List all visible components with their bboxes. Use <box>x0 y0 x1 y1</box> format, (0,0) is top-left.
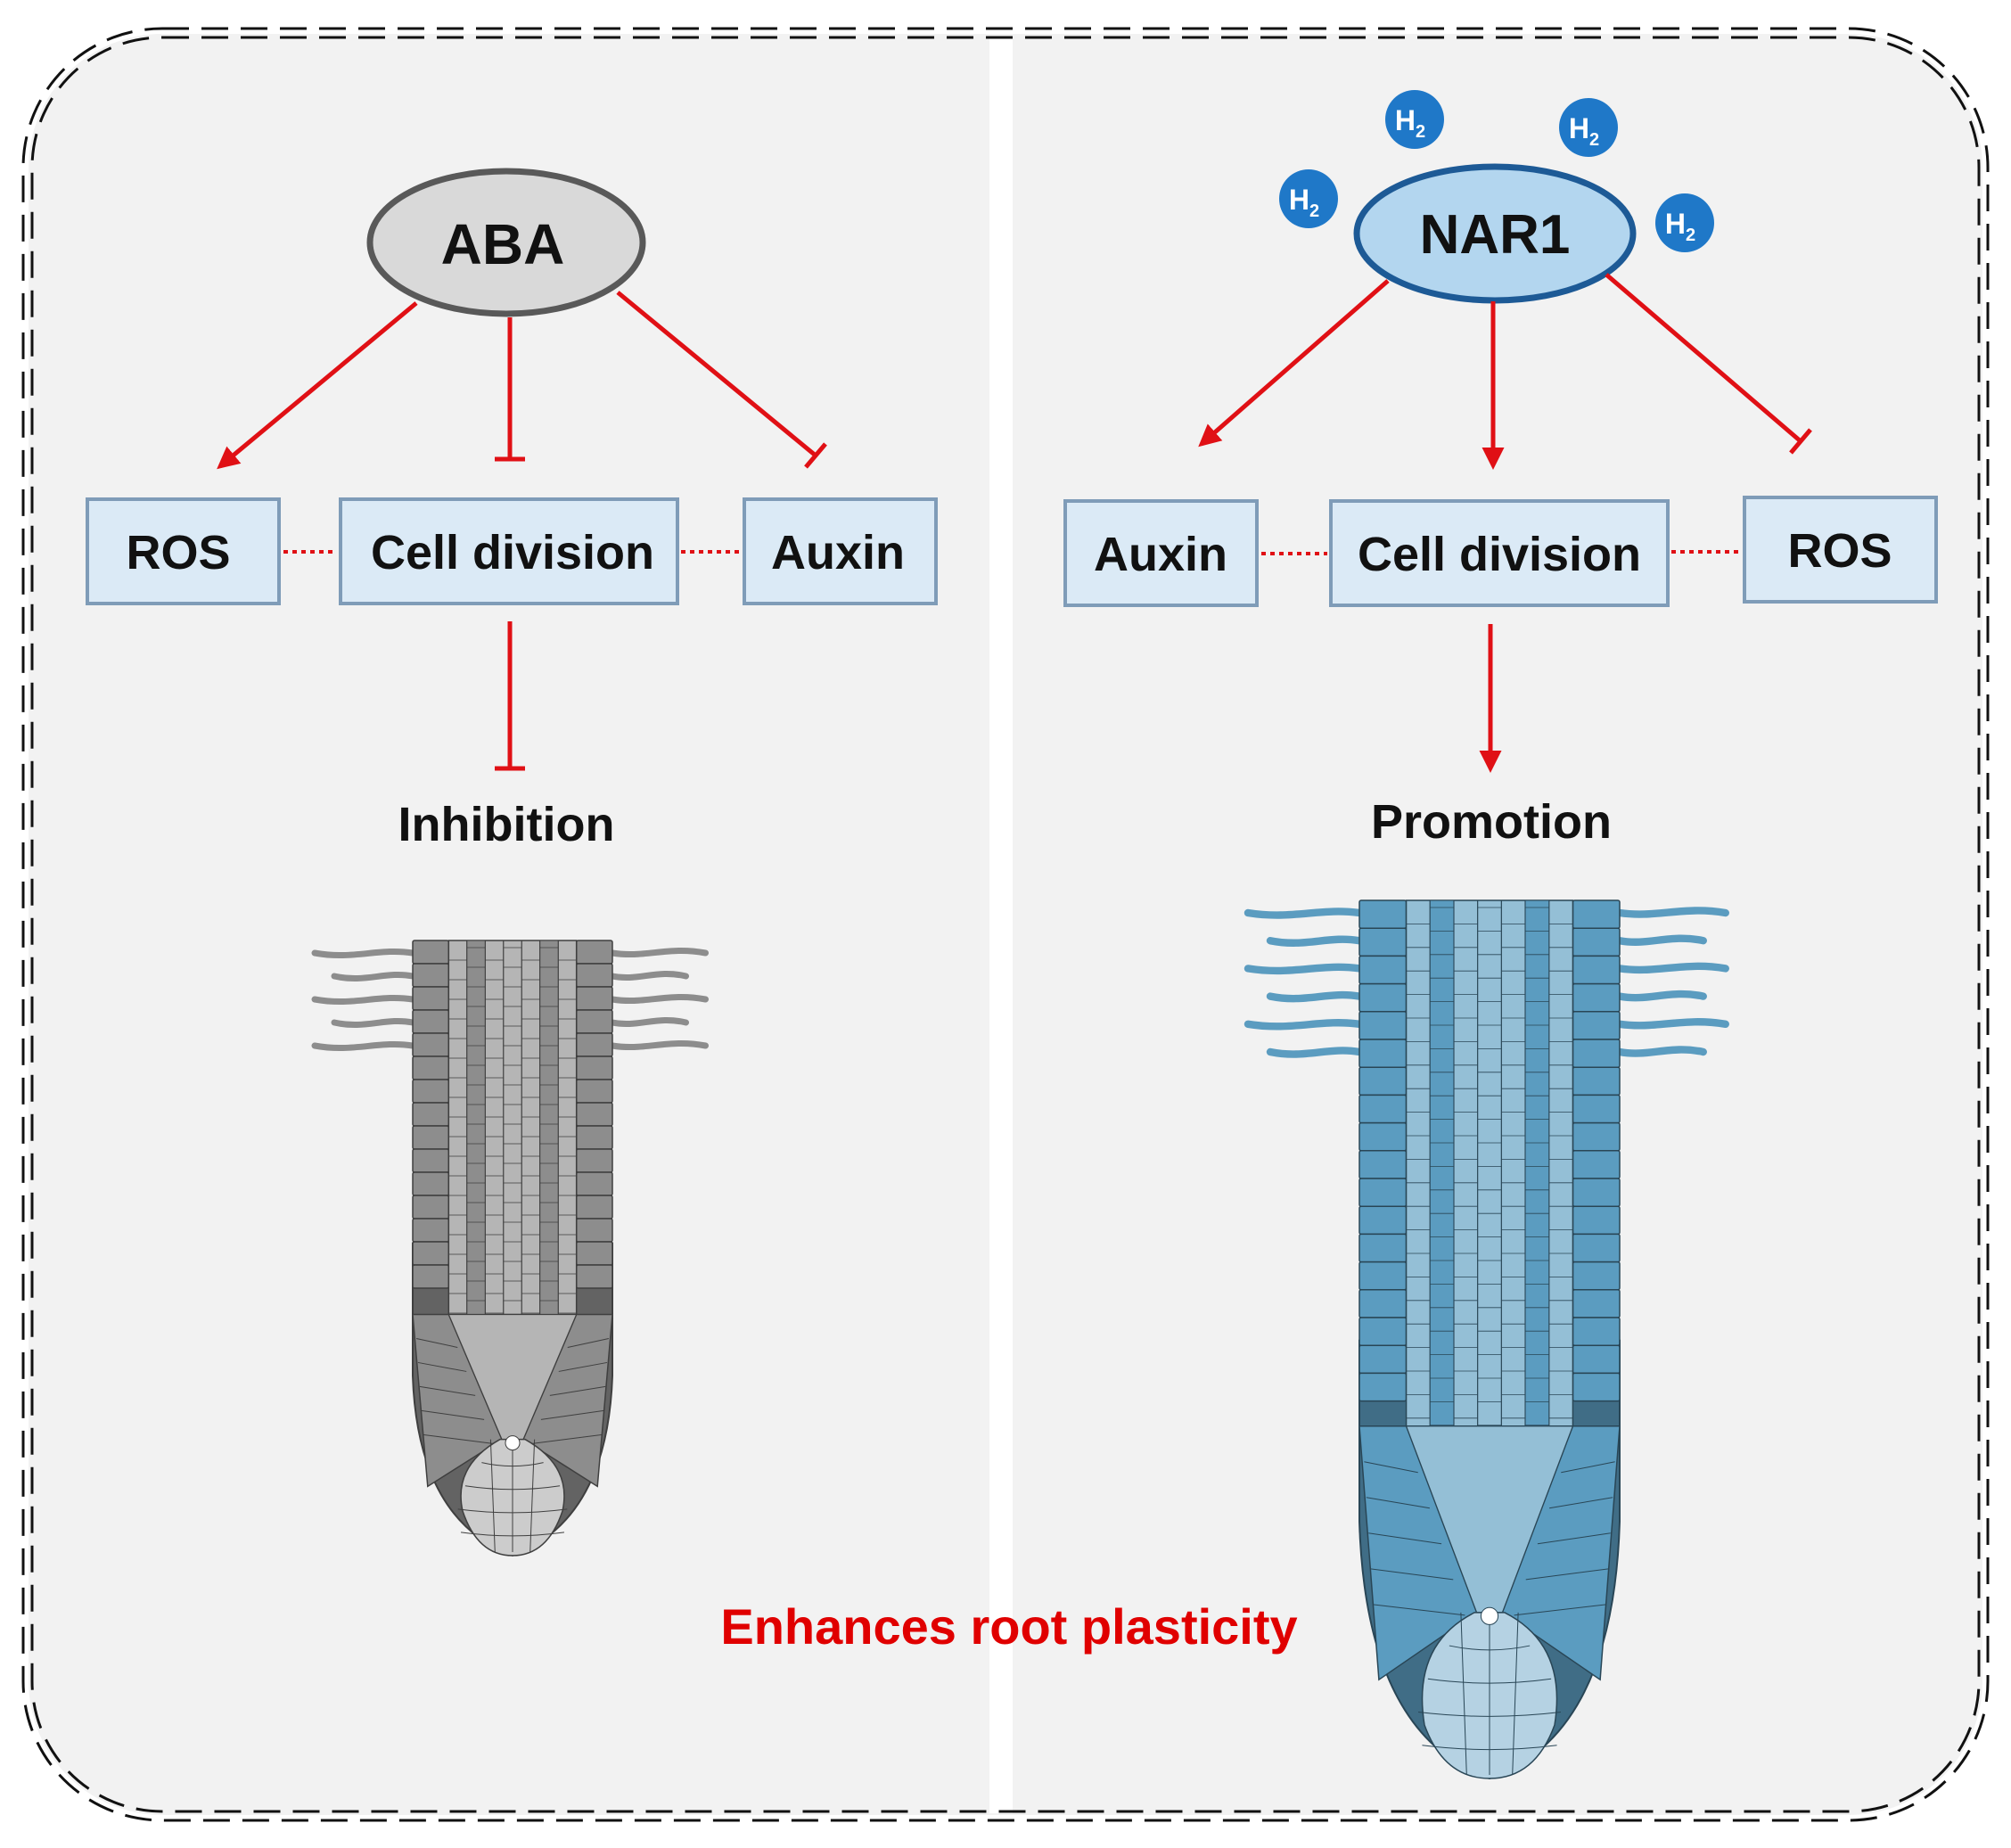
root-hair <box>1266 935 1364 947</box>
ros-label-right: ROS <box>1787 524 1892 578</box>
dashed-border-outer <box>21 27 1990 1822</box>
cell-division-label-right: Cell division <box>1358 528 1641 581</box>
outcome-inhibition: Inhibition <box>398 798 615 851</box>
auxin-label: Auxin <box>771 526 905 579</box>
root-hair <box>609 1040 709 1051</box>
h2-molecule-2: H2 <box>1559 98 1618 157</box>
root-hair <box>1244 908 1364 919</box>
left-panel: ABA ROS Cell division Auxin Inhibition <box>86 168 938 1557</box>
aba-label: ABA <box>441 212 565 276</box>
panel-divider <box>989 37 1013 1813</box>
root-hair <box>609 948 709 958</box>
caption: Enhances root plasticity <box>720 1598 1297 1655</box>
root-hair <box>609 1017 689 1028</box>
cell-division-box-right <box>1329 499 1670 607</box>
cell-division-label: Cell division <box>371 526 654 579</box>
ros-box <box>86 497 281 605</box>
root-hair <box>1615 1018 1729 1030</box>
root-hair <box>1266 990 1364 1003</box>
root-hair <box>609 971 689 981</box>
root-hair <box>311 994 416 1005</box>
root-hair <box>1615 990 1707 1002</box>
root-hair <box>609 994 709 1005</box>
nar1-to-ros-inhibit-bar <box>1789 428 1812 455</box>
outcome-promotion: Promotion <box>1371 795 1612 849</box>
root-hair <box>1244 963 1364 975</box>
right-panel: NAR1 H2 H2 H2 H2 Auxin Cell division ROS <box>1063 90 1938 1780</box>
root-hair <box>331 1017 416 1028</box>
root-hair <box>311 948 416 958</box>
auxin-box <box>743 497 938 605</box>
h2-molecule-4: H2 <box>1655 193 1714 252</box>
root-hair <box>1266 1047 1364 1058</box>
aba-to-auxin-inhibit <box>616 291 817 457</box>
auxin-label-right: Auxin <box>1094 528 1227 581</box>
cell-division-box <box>339 497 679 605</box>
aba-to-ros-arrow <box>217 301 418 470</box>
root-hair <box>1615 907 1729 918</box>
root-hair <box>331 971 416 981</box>
svg-text:H2: H2 <box>1289 184 1319 221</box>
dashed-border-inner <box>30 36 1981 1813</box>
ros-box-right <box>1743 496 1938 604</box>
ros-label: ROS <box>126 526 230 579</box>
root-hair <box>1615 1046 1707 1057</box>
aba-node <box>366 168 646 317</box>
root-hair <box>1615 934 1707 946</box>
svg-text:H2: H2 <box>1665 208 1695 245</box>
nar1-node <box>1353 163 1637 304</box>
root-hair <box>311 1040 416 1051</box>
root-illustration-blue <box>1244 899 1729 1780</box>
nar1-to-auxin-arrow <box>1198 279 1390 448</box>
svg-text:H2: H2 <box>1395 104 1425 142</box>
root-hair <box>1244 1019 1364 1031</box>
auxin-box-right <box>1063 499 1259 607</box>
h2-molecule-3: H2 <box>1279 169 1338 228</box>
nar1-to-ros-inhibit <box>1605 273 1802 443</box>
svg-text:H2: H2 <box>1569 112 1599 150</box>
aba-to-auxin-inhibit-bar <box>804 442 827 469</box>
root-hair <box>1615 962 1729 974</box>
root-illustration-gray <box>311 940 709 1557</box>
nar1-label: NAR1 <box>1420 204 1571 266</box>
h2-molecule-1: H2 <box>1385 90 1444 149</box>
